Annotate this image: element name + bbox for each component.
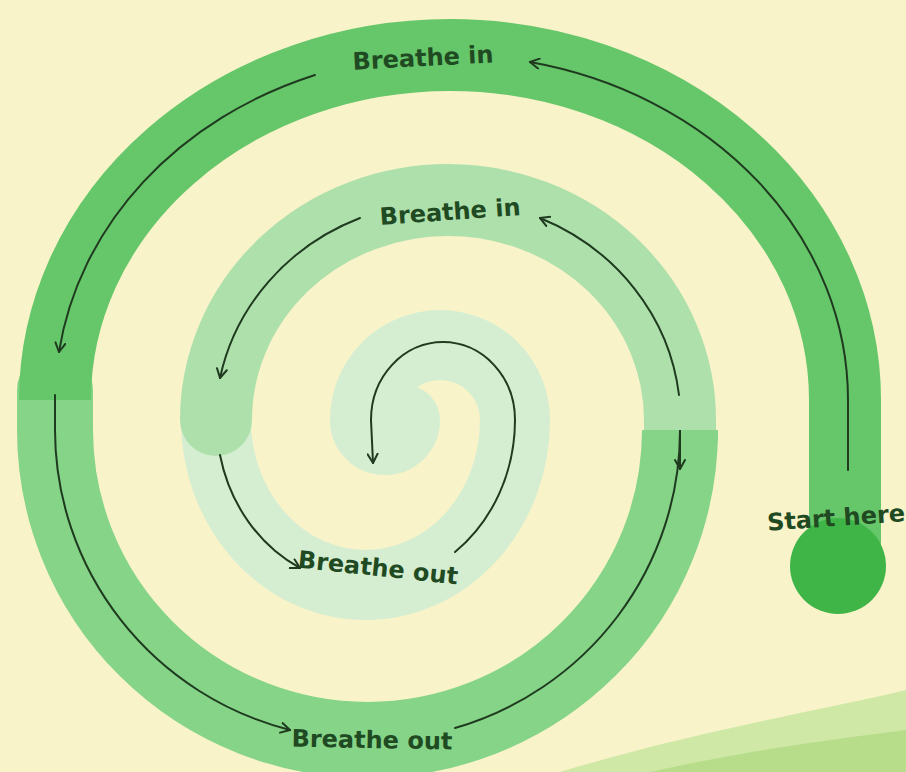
guide-arrows bbox=[55, 62, 848, 730]
guide-arrow bbox=[220, 218, 360, 378]
spiral-band bbox=[55, 390, 680, 740]
guide-arrow bbox=[59, 75, 315, 352]
guide-arrow bbox=[371, 342, 515, 552]
spiral-band bbox=[55, 55, 845, 565]
corner-wave bbox=[650, 730, 906, 772]
corner-wave bbox=[560, 690, 906, 772]
guide-arrow bbox=[540, 218, 679, 395]
guide-arrow bbox=[455, 430, 680, 728]
start-label: Start here bbox=[762, 499, 906, 537]
spiral-band bbox=[216, 200, 680, 440]
guide-arrow bbox=[55, 395, 290, 730]
guide-arrow bbox=[220, 455, 300, 568]
spiral-band bbox=[216, 345, 515, 585]
breathe-out-label: Breathe out bbox=[287, 725, 456, 756]
guide-arrow bbox=[679, 454, 681, 469]
guide-arrow bbox=[530, 62, 848, 470]
